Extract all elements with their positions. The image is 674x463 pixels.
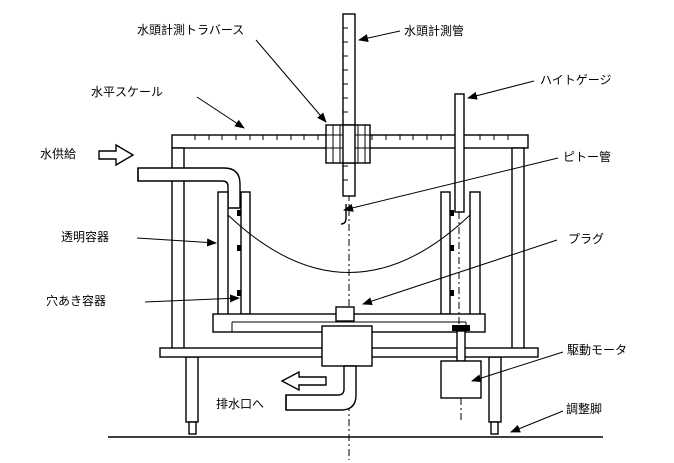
plug	[335, 306, 355, 322]
drain-arrow	[280, 370, 327, 392]
label-height-gauge: ハイトゲージ	[540, 73, 612, 87]
height-gauge	[454, 93, 465, 345]
supply-arrow	[98, 143, 135, 167]
drive-motor	[440, 325, 482, 420]
drain-assembly	[285, 325, 373, 411]
water-surface	[227, 214, 471, 273]
label-scale: 水平スケール	[91, 85, 163, 99]
traverse-block	[325, 124, 371, 164]
frame-legs	[171, 147, 525, 435]
label-water-supply: 水供給	[40, 147, 76, 161]
head-tube	[342, 13, 356, 197]
leader-lines	[136, 30, 564, 433]
label-plug: プラグ	[568, 232, 604, 246]
label-adjust-foot: 調整脚	[566, 401, 602, 416]
label-traverse: 水頭計測トラバース	[137, 22, 244, 37]
label-head-tube: 水頭計測管	[404, 23, 464, 38]
label-transparent-container: 透明容器	[61, 229, 109, 244]
label-perforated-container: 穴あき容器	[46, 293, 106, 308]
label-motor: 駆動モータ	[567, 343, 627, 357]
label-pitot-tube: ピトー管	[563, 149, 611, 164]
horizontal-scale-ticks	[194, 135, 509, 140]
label-drain: 排水口へ	[216, 397, 264, 411]
pitot-tube	[340, 204, 347, 225]
